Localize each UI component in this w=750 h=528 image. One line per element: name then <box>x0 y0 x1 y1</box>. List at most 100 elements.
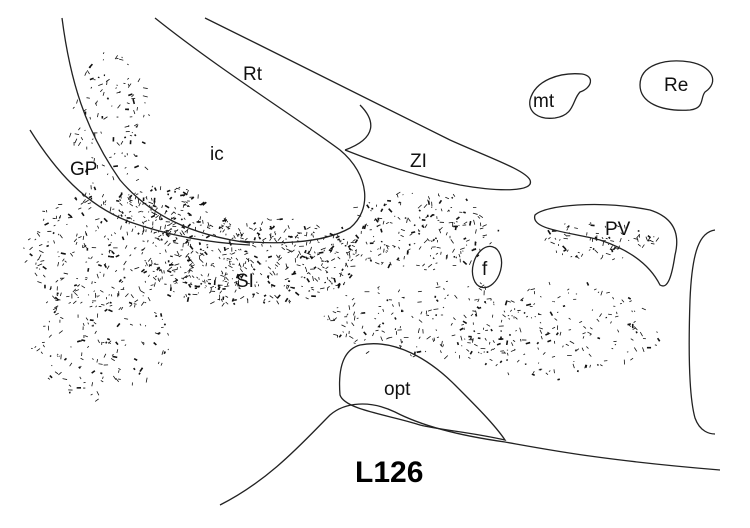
cell-mark <box>185 256 188 258</box>
cell-mark <box>555 250 558 254</box>
cell-mark <box>537 347 539 350</box>
cell-mark <box>244 237 248 241</box>
cell-mark <box>84 199 86 201</box>
cell-mark <box>342 331 344 333</box>
cell-mark <box>62 378 68 380</box>
cell-mark <box>100 220 103 224</box>
cell-mark <box>206 280 208 283</box>
cell-mark <box>93 290 96 292</box>
cell-mark <box>611 347 614 350</box>
cell-mark <box>567 225 570 228</box>
cell-mark <box>566 228 569 231</box>
cell-mark <box>96 273 99 279</box>
cell-mark <box>237 281 240 287</box>
cell-mark <box>190 243 192 248</box>
cell-mark <box>482 234 487 237</box>
cell-mark <box>555 332 559 336</box>
cell-mark <box>54 371 59 375</box>
cell-mark <box>233 235 236 239</box>
cell-mark <box>153 262 156 265</box>
cell-mark <box>536 341 540 345</box>
cell-mark <box>351 249 353 251</box>
cell-mark <box>128 93 133 97</box>
cell-mark <box>333 333 339 336</box>
cell-mark <box>473 330 476 333</box>
cell-mark <box>579 321 583 324</box>
cell-mark <box>73 284 78 287</box>
cell-mark <box>482 224 487 227</box>
cell-mark <box>293 244 297 247</box>
cell-mark <box>136 107 138 111</box>
cell-mark <box>82 244 87 249</box>
re-outline <box>639 60 714 111</box>
cell-mark <box>167 332 169 336</box>
cell-mark <box>552 326 556 329</box>
label-si: SI <box>236 271 254 292</box>
cell-mark <box>74 138 78 144</box>
cell-mark <box>284 278 289 281</box>
label-rt: Rt <box>243 64 263 85</box>
rt-zi-divider <box>344 104 372 151</box>
cell-mark <box>109 304 113 307</box>
cell-mark <box>423 203 428 209</box>
cell-mark <box>342 283 345 285</box>
cell-mark <box>74 289 80 292</box>
cell-mark <box>314 227 318 230</box>
cell-mark <box>406 218 408 223</box>
cell-mark <box>74 196 78 201</box>
cell-mark <box>413 242 416 245</box>
cell-mark <box>502 314 506 318</box>
rt-boundary <box>204 17 531 191</box>
cell-mark <box>116 322 121 328</box>
cell-mark <box>361 325 364 329</box>
cell-mark <box>63 357 67 361</box>
cell-mark <box>155 215 159 219</box>
cell-mark <box>151 197 153 201</box>
cell-mark <box>317 267 322 271</box>
cell-mark <box>245 257 250 262</box>
cell-mark <box>34 238 37 241</box>
cell-mark <box>168 266 173 270</box>
label-zi: ZI <box>410 151 427 172</box>
cell-mark <box>305 297 309 300</box>
cell-mark <box>417 328 420 334</box>
cell-mark <box>239 248 242 251</box>
cell-mark <box>204 279 206 284</box>
cell-mark <box>76 99 78 104</box>
cell-mark <box>220 225 225 229</box>
cell-mark <box>297 232 302 234</box>
cell-mark <box>56 298 61 301</box>
cell-mark <box>173 290 175 293</box>
cell-mark <box>608 236 611 240</box>
cell-mark <box>511 342 514 347</box>
cell-mark <box>238 248 240 251</box>
cell-mark <box>110 234 113 237</box>
cell-mark <box>340 242 344 245</box>
cell-mark <box>436 281 439 286</box>
cell-mark <box>381 330 386 333</box>
cell-mark <box>164 241 168 245</box>
cell-mark <box>353 342 356 344</box>
cell-mark <box>656 337 661 342</box>
cell-mark <box>296 234 299 237</box>
cell-mark <box>199 216 202 220</box>
cell-mark <box>244 250 248 253</box>
cell-mark <box>96 358 99 363</box>
cell-mark <box>155 315 158 318</box>
cell-mark <box>141 251 144 255</box>
cell-mark <box>104 308 108 312</box>
cell-mark <box>427 309 432 312</box>
cell-mark <box>285 263 288 268</box>
gp-lower-boundary <box>29 129 251 246</box>
cell-mark <box>158 278 161 283</box>
cell-mark <box>335 251 339 253</box>
cell-mark <box>91 370 96 374</box>
cell-mark <box>397 289 401 293</box>
cell-mark <box>596 318 600 322</box>
cell-mark <box>484 337 487 341</box>
cell-mark <box>128 194 130 196</box>
cell-mark <box>510 300 515 303</box>
cell-mark <box>374 218 379 223</box>
cell-mark <box>533 303 536 306</box>
